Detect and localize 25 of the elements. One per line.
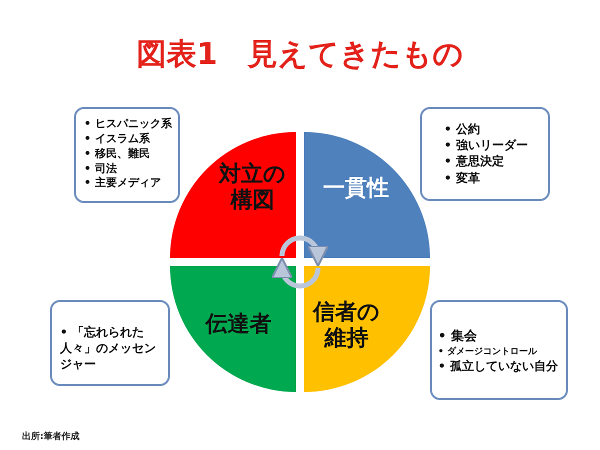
bullet-item: • 移民、難民: [84, 146, 150, 162]
bullet-item: • 集会: [438, 328, 477, 346]
bullet-item: • 変革: [444, 170, 480, 186]
bullet-item: • ダメージコントロール: [438, 346, 537, 358]
source-note: 出所:筆者作成: [22, 430, 80, 443]
text-box: [74, 107, 180, 203]
text-box: [420, 107, 550, 201]
bullet-item: • イスラム系: [84, 132, 150, 147]
segment-label: 一貫性: [322, 176, 390, 202]
bullet-item: • 公約: [444, 121, 480, 138]
text-box: [50, 300, 170, 386]
bullet-item: • 孤立していない自分: [438, 358, 558, 374]
cycle-arrow: [280, 236, 328, 267]
bullet-item: • 意思決定: [444, 153, 504, 170]
segment-label: 対立の構図: [218, 162, 287, 215]
diagram-title: 図表1 見えてきたもの: [136, 36, 464, 74]
bullet-item: • 「忘れられた人々」のメッセンジャー: [60, 324, 157, 373]
cycle-arrow: [272, 257, 320, 288]
bullet-item: • 主要メディア: [84, 176, 161, 192]
text-box: [430, 300, 568, 400]
segment-label: 信者の維持: [311, 300, 381, 353]
segment-label: 伝達者: [204, 312, 272, 338]
bullet-item: • 司法: [84, 162, 117, 176]
bullet-item: • 強いリーダー: [444, 137, 528, 154]
bullet-item: • ヒスパニック系: [84, 117, 172, 132]
